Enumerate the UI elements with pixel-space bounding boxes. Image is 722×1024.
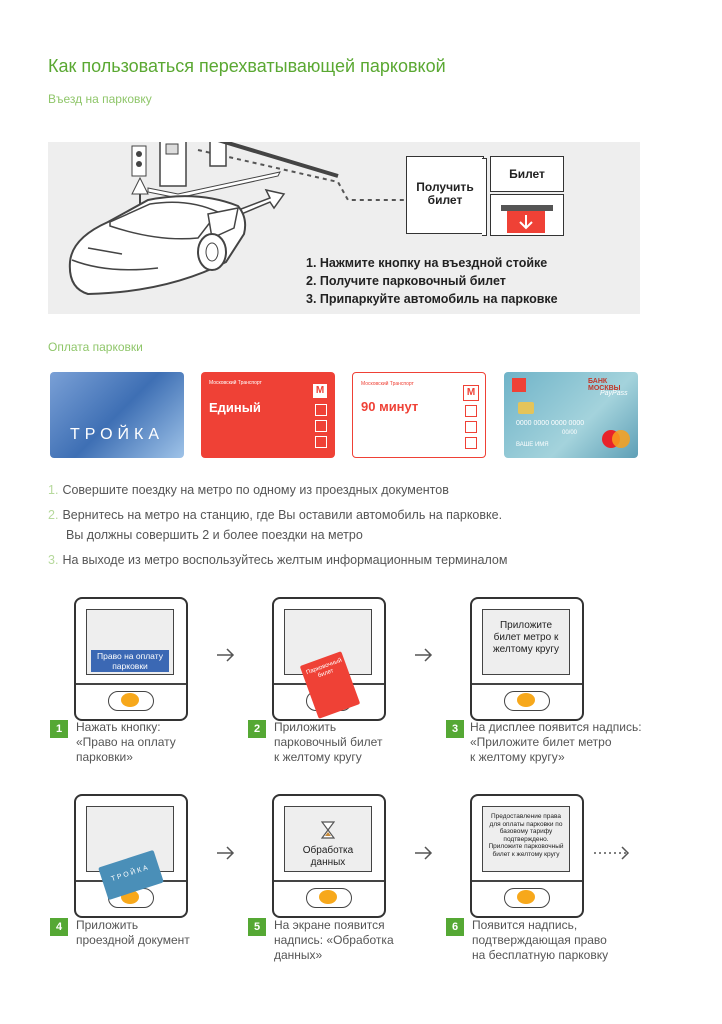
edinyi-transport-label: Московский Транспорт — [209, 380, 262, 386]
step-number-2: 2 — [248, 720, 266, 738]
yellow-circle-reader — [504, 888, 550, 908]
minutes90-card: Московский Транспорт 90 минут М — [352, 372, 486, 458]
trolley-icon — [315, 436, 327, 448]
ticket-label-box: Билет — [490, 156, 564, 192]
dotted-arrow-right-icon — [594, 846, 630, 860]
bus-icon — [315, 404, 327, 416]
payment-step-1: 1.Совершите поездку на метро по одному и… — [48, 483, 449, 497]
terminal-screen: Приложите билет метро к желтому кругу — [482, 609, 570, 675]
minutes90-card-label: 90 минут — [361, 399, 419, 414]
payment-step-3: 3.На выходе из метро воспользуйтесь желт… — [48, 553, 508, 567]
edinyi-card: Московский Транспорт Единый М — [201, 372, 335, 458]
ticket-slot — [490, 194, 564, 236]
pay-right-button: Право на оплату парковки — [91, 650, 169, 672]
hourglass-icon — [321, 821, 335, 839]
bank-card: БАНК МОСКВЫ PayPass 0000 0000 0000 0000 … — [504, 372, 638, 458]
bus-icon — [465, 405, 477, 417]
tram-icon — [465, 421, 477, 433]
step-number-6: 6 — [446, 918, 464, 936]
payment-step-2-note: Вы должны совершить 2 и более поездки на… — [66, 528, 363, 542]
step-number-5: 5 — [248, 918, 266, 936]
terminal-3-caption: На дисплее появится надпись:«Приложите б… — [470, 720, 642, 764]
step-number-1: 1 — [50, 720, 68, 738]
yellow-circle-reader — [306, 888, 352, 908]
terminal-5: Обработка данных — [272, 794, 386, 918]
arrow-right-icon — [217, 648, 235, 662]
bank-logo-icon — [512, 378, 526, 392]
paypass-label: PayPass — [600, 390, 628, 397]
terminal-screen: Предоставление права для оплаты парковки… — [482, 806, 570, 872]
minutes90-transport-label: Московский Транспорт — [361, 381, 414, 387]
card-number: 0000 0000 0000 0000 — [516, 420, 585, 427]
terminal-1: Право на оплату парковки — [74, 597, 188, 721]
get-ticket-label: Получить билет — [416, 180, 474, 207]
arrow-right-icon — [415, 648, 433, 662]
entry-step-1: 1. Нажмите кнопку на въездной стойке — [306, 256, 548, 270]
ticket-machine-side — [482, 158, 487, 236]
chip-icon — [518, 402, 534, 414]
get-ticket-button: Получить билет — [406, 156, 484, 234]
step-number-4: 4 — [50, 918, 68, 936]
entry-subtitle: Въезд на парковку — [48, 92, 152, 106]
arrow-right-icon — [415, 846, 433, 860]
terminal-screen: Право на оплату парковки — [86, 609, 174, 675]
card-holder: ВАШЕ ИМЯ — [516, 442, 549, 448]
terminal-4: ТРОЙКА — [74, 794, 188, 918]
troika-card-label: ТРОЙКА — [69, 426, 165, 443]
yellow-circle-reader — [108, 691, 154, 711]
entry-step-3: 3. Припаркуйте автомобиль на парковке — [306, 292, 558, 306]
troika-card: ТРОЙКА — [50, 372, 184, 458]
terminal-2: Парковочный билет — [272, 597, 386, 721]
mastercard-icon — [602, 430, 630, 448]
terminal-screen: Обработка данных — [284, 806, 372, 872]
ticket-down-icon — [507, 211, 545, 233]
page-title: Как пользоваться перехватывающей парковк… — [48, 56, 446, 76]
car-barrier-illustration — [68, 142, 408, 296]
terminal-6: Предоставление права для оплаты парковки… — [470, 794, 584, 918]
payment-step-2: 2.Вернитесь на метро на станцию, где Вы … — [48, 508, 503, 522]
bank-name: БАНК МОСКВЫ — [588, 378, 621, 392]
yellow-circle-reader — [504, 691, 550, 711]
trolley-icon — [465, 437, 477, 449]
metro-icon: М — [313, 384, 327, 398]
entry-step-2: 2. Получите парковочный билет — [306, 274, 506, 288]
card-date: 00/00 — [562, 430, 578, 436]
arrow-right-icon — [217, 846, 235, 860]
payment-subtitle: Оплата парковки — [48, 340, 143, 354]
metro-icon: М — [463, 385, 479, 401]
tram-icon — [315, 420, 327, 432]
entry-panel: Получить билет Билет 1. Нажмите кнопку н… — [48, 142, 640, 314]
edinyi-card-label: Единый — [209, 400, 261, 415]
slot-opening — [501, 205, 553, 211]
step-number-3: 3 — [446, 720, 464, 738]
terminal-3: Приложите билет метро к желтому кругу — [470, 597, 584, 721]
